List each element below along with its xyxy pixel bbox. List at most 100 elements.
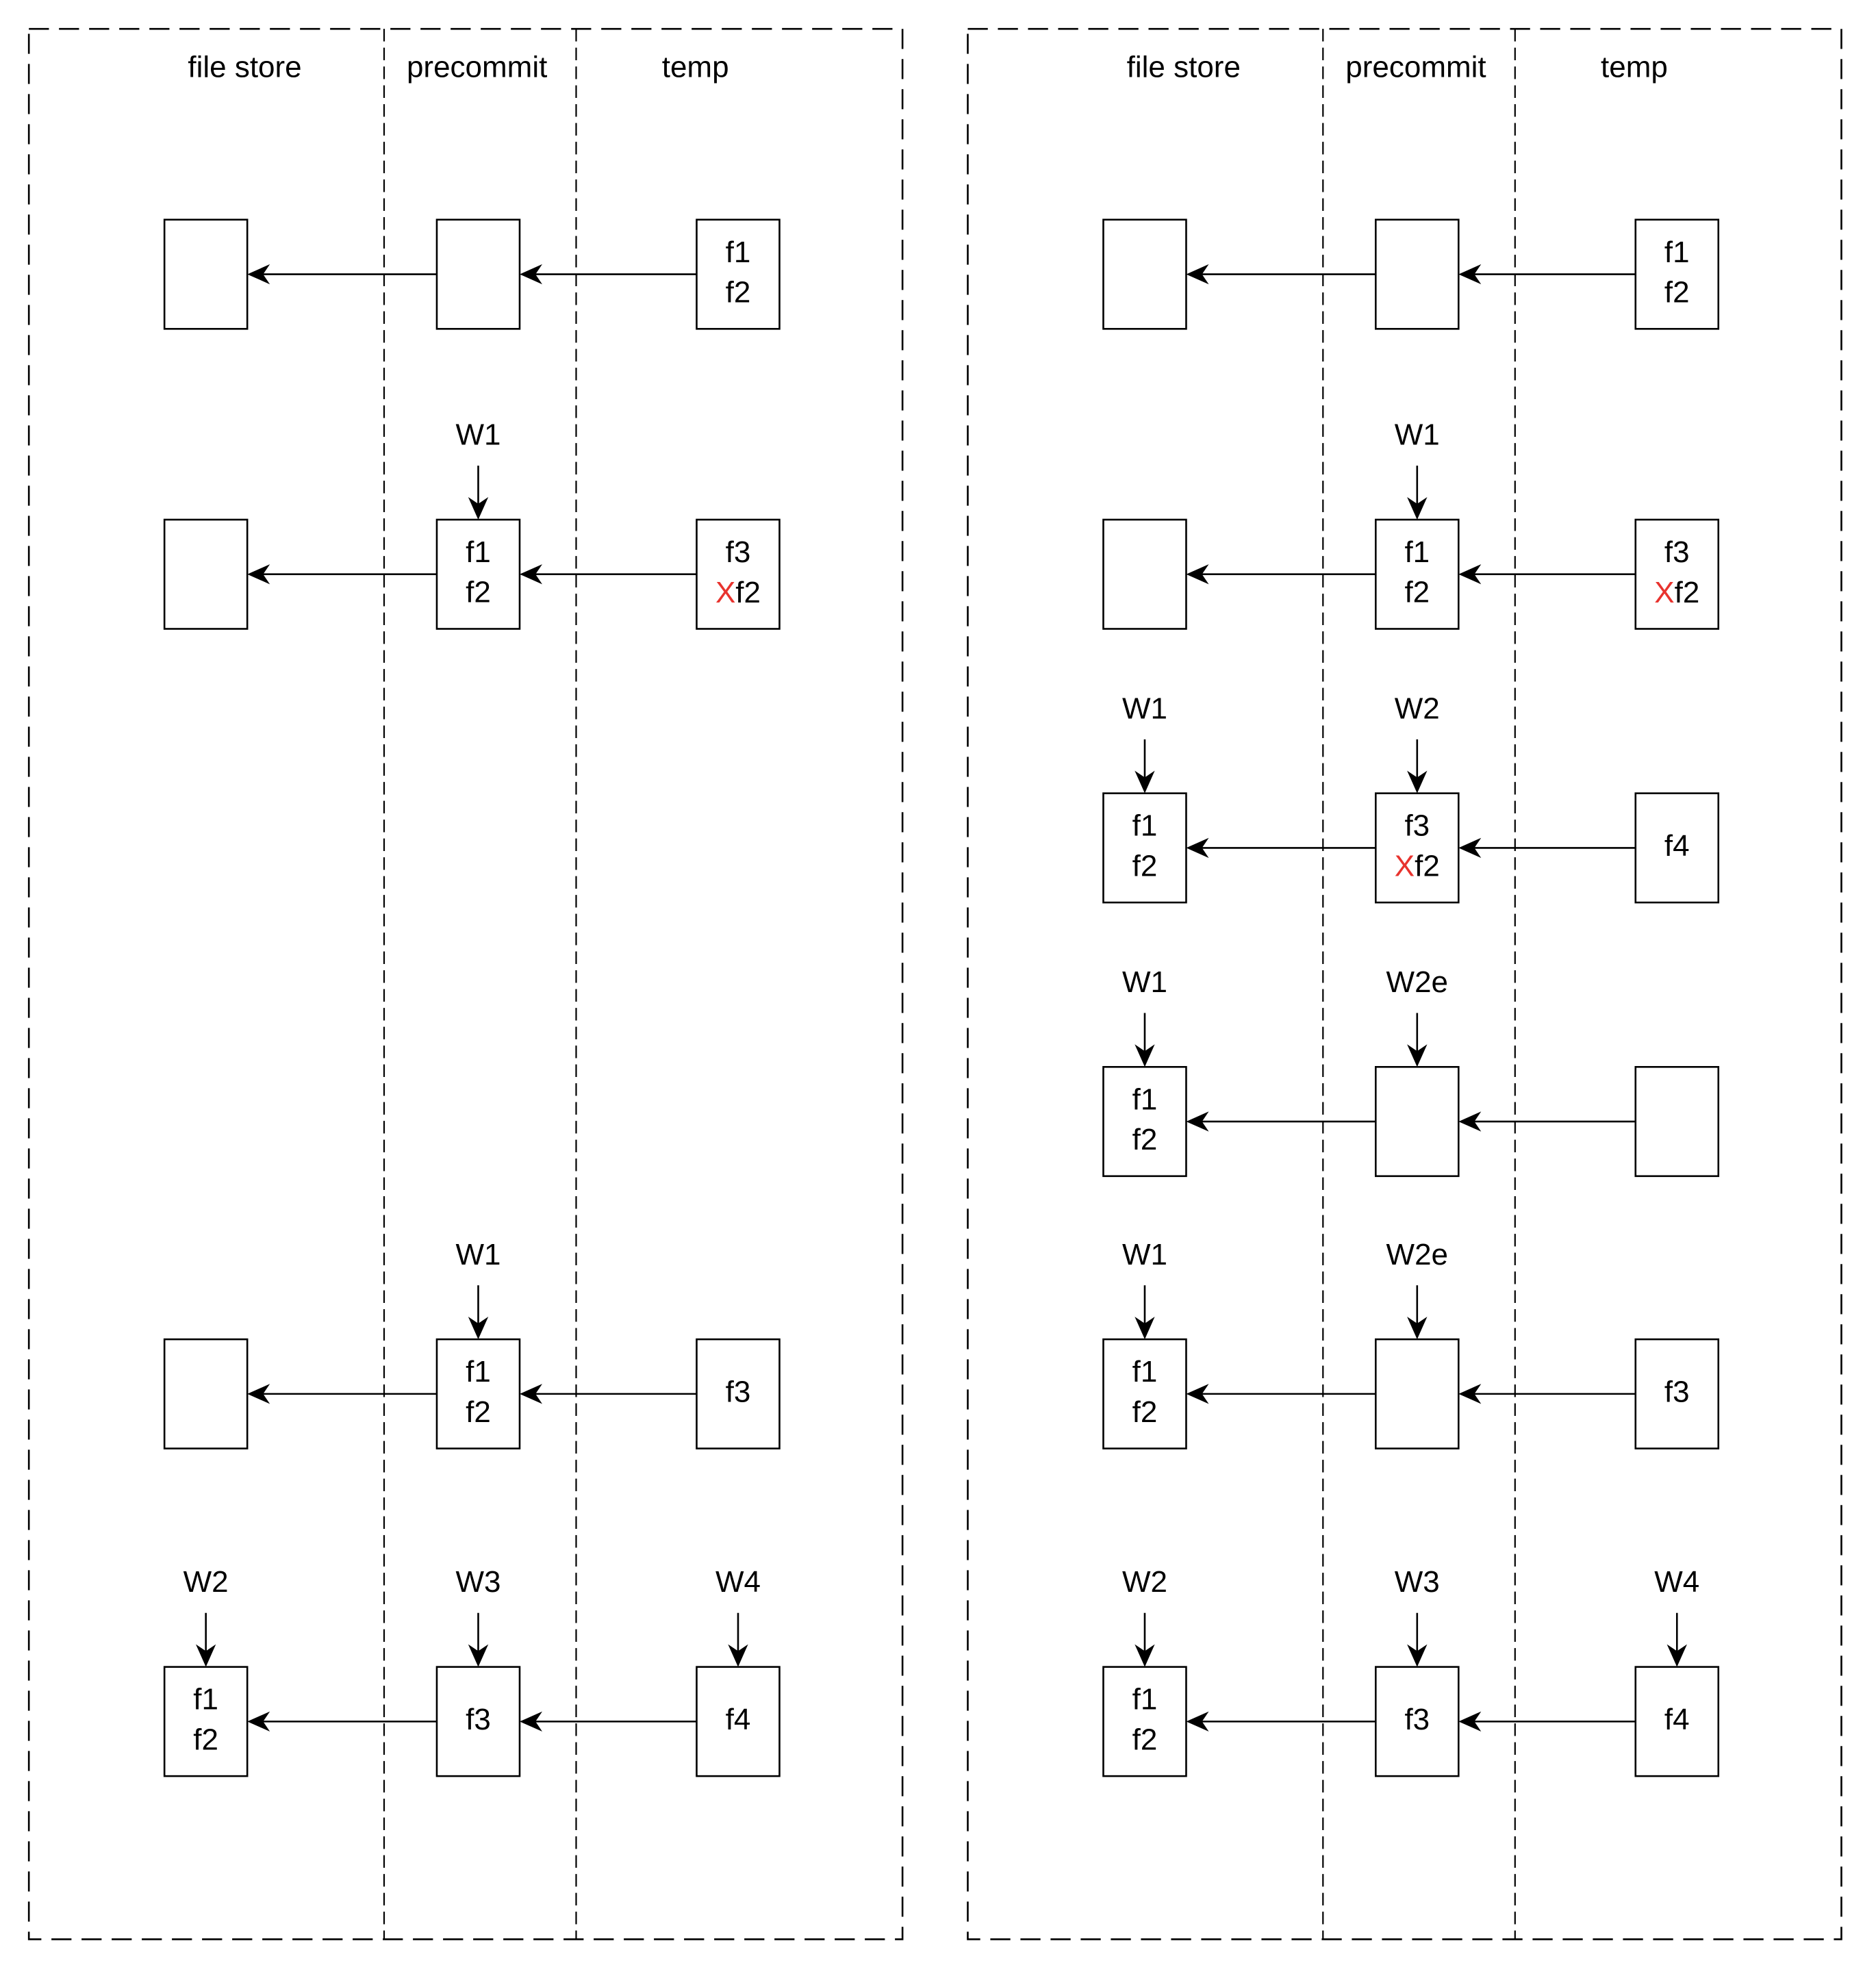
store-box-right-r1-c2 — [1634, 518, 1720, 630]
store-box-right-r4-c2 — [1634, 1338, 1720, 1449]
panel-frame-right — [967, 27, 1842, 1940]
writer-label-right-r5-c0: W2 — [1122, 1565, 1167, 1599]
store-box-right-r5-c0 — [1102, 1666, 1187, 1777]
flow-arrowhead-left-r1-1 — [247, 564, 270, 585]
writer-label-right-r3-c1: W2e — [1386, 965, 1448, 999]
store-box-left-r1-c2 — [696, 518, 781, 630]
writer-arrowhead-right-r5-c0 — [1135, 1644, 1155, 1667]
flow-arrowhead-left-r5-0 — [520, 1711, 542, 1732]
file-label-right-r3-c0-1: f2 — [1132, 1123, 1158, 1156]
flow-arrowhead-right-r0-0 — [1458, 264, 1482, 285]
flow-arrowhead-right-r3-0 — [1458, 1111, 1482, 1132]
file-label-right-r0-c2-1: f2 — [1664, 276, 1690, 309]
writer-label-right-r2-c1: W2 — [1395, 692, 1440, 725]
file-label-right-r4-c0-0: f1 — [1132, 1355, 1158, 1389]
store-box-right-r0-c1 — [1374, 218, 1460, 330]
store-box-right-r1-c0 — [1102, 518, 1187, 630]
column-header-left-0: file store — [188, 50, 301, 84]
flow-arrowhead-right-r0-1 — [1186, 264, 1209, 285]
writer-arrowhead-right-r2-c1 — [1407, 770, 1428, 794]
writer-arrowhead-left-r4-c1 — [468, 1317, 489, 1340]
writer-label-left-r4-c1: W1 — [455, 1238, 500, 1271]
column-header-right-1: precommit — [1345, 50, 1486, 84]
flow-arrowhead-right-r5-0 — [1458, 1711, 1482, 1732]
flow-arrowhead-left-r0-1 — [247, 264, 270, 285]
store-box-right-r5-c2 — [1634, 1666, 1720, 1777]
file-label-left-r1-c1-1: f2 — [466, 576, 491, 609]
deleted-mark-icon: X — [1654, 576, 1674, 609]
store-box-left-r5-c1 — [435, 1666, 521, 1777]
file-label-left-r1-c2-0: f3 — [726, 535, 751, 569]
flow-arrowhead-right-r1-1 — [1186, 564, 1209, 585]
file-label-right-r2-c2-0: f4 — [1664, 829, 1690, 863]
writer-arrowhead-right-r5-c1 — [1407, 1644, 1428, 1667]
flow-arrowhead-right-r2-0 — [1458, 837, 1482, 859]
column-header-left-1: precommit — [407, 50, 547, 84]
store-box-right-r3-c0 — [1102, 1066, 1187, 1178]
writer-arrowhead-left-r5-c0 — [196, 1644, 216, 1667]
store-box-right-r1-c1 — [1374, 518, 1460, 630]
store-box-right-r4-c1 — [1374, 1338, 1460, 1449]
store-box-right-r2-c1 — [1374, 792, 1460, 904]
file-label-left-r0-c2-1: f2 — [726, 276, 751, 309]
flow-arrowhead-right-r2-1 — [1186, 837, 1209, 859]
writer-label-right-r5-c2: W4 — [1654, 1565, 1699, 1599]
store-box-left-r0-c1 — [435, 218, 521, 330]
writer-arrowhead-left-r1-c1 — [468, 497, 489, 520]
arrows-layer — [196, 264, 1687, 1732]
writer-arrowhead-right-r4-c0 — [1135, 1317, 1155, 1340]
file-label-left-r4-c1-1: f2 — [466, 1395, 491, 1429]
writer-label-left-r5-c2: W4 — [715, 1565, 761, 1599]
file-label-left-r1-c1-0: f1 — [466, 535, 491, 569]
file-label-right-r2-c0-0: f1 — [1132, 809, 1158, 843]
writer-arrowhead-left-r5-c2 — [728, 1644, 748, 1667]
store-box-right-r2-c0 — [1102, 792, 1187, 904]
store-box-right-r4-c0 — [1102, 1338, 1187, 1449]
deleted-mark-icon: X — [715, 576, 735, 609]
writer-arrowhead-right-r2-c0 — [1135, 770, 1155, 794]
file-label-left-r5-c2-0: f4 — [726, 1703, 751, 1736]
store-box-left-r5-c2 — [696, 1666, 781, 1777]
writer-label-right-r2-c0: W1 — [1122, 692, 1167, 725]
file-label-right-r1-c2-1: Xf2 — [1654, 576, 1699, 609]
column-header-right-2: temp — [1601, 50, 1668, 84]
column-header-left-2: temp — [662, 50, 729, 84]
store-box-left-r4-c1 — [435, 1338, 521, 1449]
file-label-right-r1-c1-0: f1 — [1404, 535, 1430, 569]
flow-arrowhead-right-r4-1 — [1186, 1384, 1209, 1404]
store-box-right-r3-c2 — [1634, 1066, 1720, 1178]
writer-arrowhead-right-r1-c1 — [1407, 497, 1428, 520]
file-label-left-r4-c1-0: f1 — [466, 1355, 491, 1389]
file-label-left-r4-c2-0: f3 — [726, 1375, 751, 1409]
flow-arrowhead-right-r4-0 — [1458, 1384, 1482, 1404]
file-label-left-r0-c2-0: f1 — [726, 236, 751, 269]
panel-frame-left — [27, 27, 904, 1940]
writer-label-right-r4-c0: W1 — [1122, 1238, 1167, 1271]
flow-arrowhead-left-r1-0 — [520, 564, 542, 585]
file-label-right-r1-c2-0: f3 — [1664, 535, 1690, 569]
file-label-right-r0-c2-0: f1 — [1664, 236, 1690, 269]
file-label-right-r5-c0-1: f2 — [1132, 1723, 1158, 1756]
writer-label-left-r5-c0: W2 — [183, 1565, 229, 1599]
column-header-right-0: file store — [1127, 50, 1241, 84]
flow-arrowhead-left-r4-1 — [247, 1384, 270, 1404]
file-label-right-r3-c0-0: f1 — [1132, 1082, 1158, 1116]
file-label-right-r5-c0-0: f1 — [1132, 1683, 1158, 1716]
store-box-left-r4-c0 — [163, 1338, 249, 1449]
writer-arrowhead-right-r5-c2 — [1666, 1644, 1687, 1667]
writer-label-right-r4-c1: W2e — [1386, 1238, 1448, 1271]
deleted-mark-icon: X — [1395, 849, 1415, 883]
writer-label-right-r1-c1: W1 — [1395, 418, 1440, 452]
store-box-right-r3-c1 — [1374, 1066, 1460, 1178]
file-label-right-r5-c2-0: f4 — [1664, 1703, 1690, 1736]
writer-arrowhead-left-r5-c1 — [468, 1644, 489, 1667]
file-label-right-r1-c1-1: f2 — [1404, 576, 1430, 609]
frames-layer — [27, 27, 1842, 1940]
file-label-right-r2-c0-1: f2 — [1132, 849, 1158, 883]
flow-arrowhead-left-r5-1 — [247, 1711, 270, 1732]
file-label-right-r5-c1-0: f3 — [1404, 1703, 1430, 1736]
flow-arrowhead-right-r3-1 — [1186, 1111, 1209, 1132]
flow-arrowhead-right-r1-0 — [1458, 564, 1482, 585]
